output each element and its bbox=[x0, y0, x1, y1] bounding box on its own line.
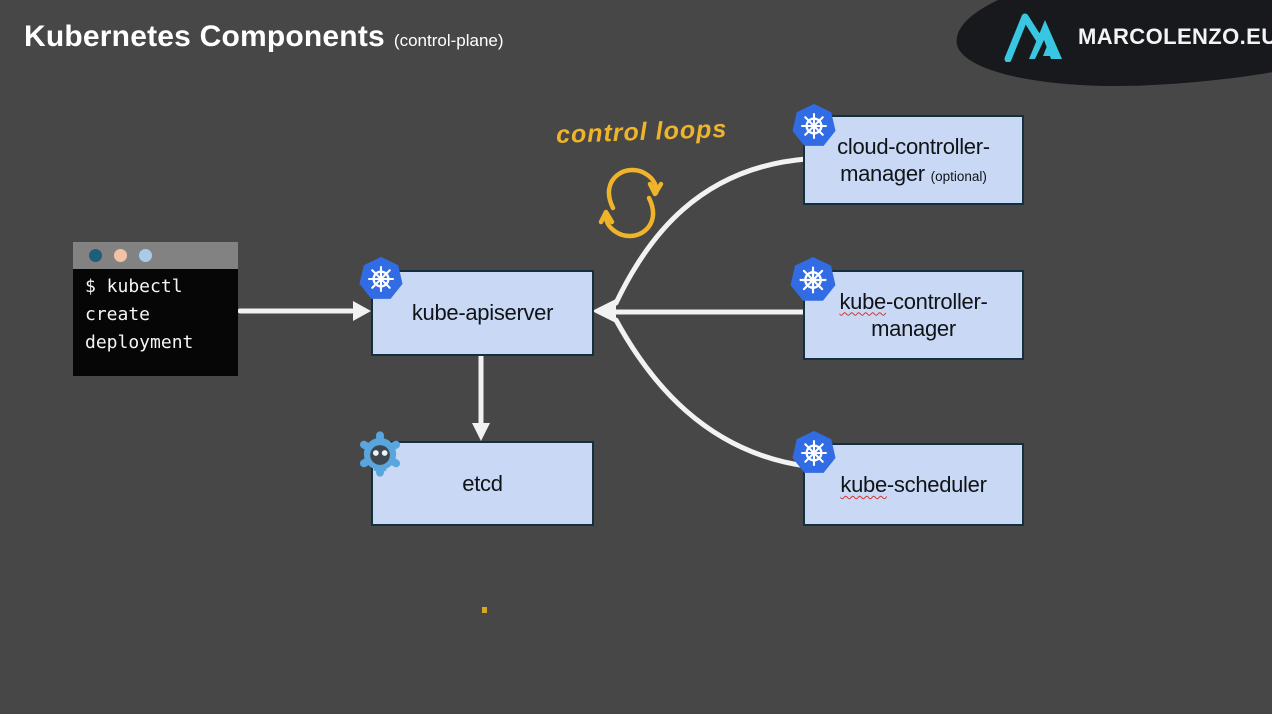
terminal-line: deployment bbox=[85, 332, 194, 353]
node-kube-apiserver: kube-apiserver bbox=[371, 270, 594, 356]
brand: MARCOLENZO.EU bbox=[1004, 12, 1272, 62]
terminal-line: create bbox=[85, 304, 151, 325]
mountain-peaks-logo-icon bbox=[1004, 13, 1062, 62]
curve-scheduler-to-apiserver bbox=[613, 317, 809, 469]
node-label: kube-scheduler bbox=[840, 471, 987, 497]
arrowhead-down bbox=[472, 423, 490, 441]
terminal-line: $ kubectl bbox=[85, 276, 183, 297]
terminal-titlebar bbox=[73, 242, 238, 269]
terminal-dot-blue bbox=[139, 249, 152, 262]
node-kube-controller-manager: kube-controller- manager bbox=[803, 270, 1024, 360]
brand-name: MARCOLENZO.EU bbox=[1078, 24, 1272, 49]
node-label: kube-apiserver bbox=[411, 300, 554, 326]
kubernetes-wheel-icon bbox=[359, 256, 403, 299]
node-etcd: etcd bbox=[371, 441, 594, 526]
page-title: Kubernetes Components bbox=[24, 20, 385, 53]
node-kube-scheduler: kube-scheduler bbox=[803, 443, 1024, 526]
kubernetes-wheel-icon bbox=[792, 103, 836, 146]
terminal-dot-peach bbox=[114, 249, 127, 262]
node-label-line1: kube-controller- bbox=[839, 288, 988, 314]
arrowhead-right bbox=[353, 301, 371, 321]
etcd-gear-icon bbox=[359, 431, 401, 477]
kubernetes-wheel-icon bbox=[790, 256, 836, 301]
node-label-line2: manager bbox=[871, 316, 956, 341]
curve-ccm-to-apiserver bbox=[613, 156, 809, 306]
cycle-arrows-icon bbox=[598, 167, 664, 239]
control-loops-annotation: control loops bbox=[555, 115, 728, 149]
node-label-line2: manager (optional) bbox=[840, 161, 987, 186]
node-label-line1: cloud-controller- bbox=[837, 133, 990, 159]
terminal-body: $ kubectl create deployment bbox=[73, 269, 238, 376]
node-cloud-controller-manager: cloud-controller- manager (optional) bbox=[803, 115, 1024, 205]
header: Kubernetes Components (control-plane) bbox=[24, 20, 504, 54]
terminal-window: $ kubectl create deployment bbox=[73, 242, 238, 376]
kubernetes-wheel-icon bbox=[792, 430, 836, 473]
optional-suffix: (optional) bbox=[930, 169, 987, 184]
page-subtitle: (control-plane) bbox=[393, 31, 504, 50]
stray-pen-dot bbox=[482, 607, 487, 613]
terminal-dot-teal bbox=[89, 249, 102, 262]
node-label: etcd bbox=[462, 470, 503, 496]
arrowhead-left bbox=[592, 299, 616, 323]
